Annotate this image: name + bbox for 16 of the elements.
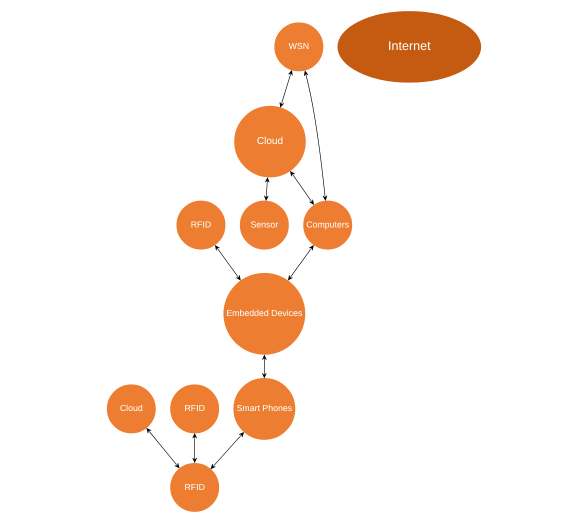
arrow: [192, 433, 196, 463]
node-circle: Embedded Devices: [222, 272, 306, 356]
arrow: [290, 171, 314, 205]
arrow: [210, 432, 244, 469]
node-circle: Smart Phones: [232, 377, 296, 440]
arrow: [264, 178, 270, 201]
node-circle: WSN: [273, 22, 324, 72]
arrow: [279, 70, 292, 108]
node-ellipse: Internet: [336, 10, 482, 84]
arrow: [214, 245, 240, 280]
node-circle: Sensor: [238, 200, 289, 250]
arrow: [262, 355, 266, 378]
arrow: [288, 245, 314, 280]
node-circle: RFID: [169, 384, 220, 434]
arrow: [303, 70, 327, 201]
arrow: [146, 428, 179, 468]
